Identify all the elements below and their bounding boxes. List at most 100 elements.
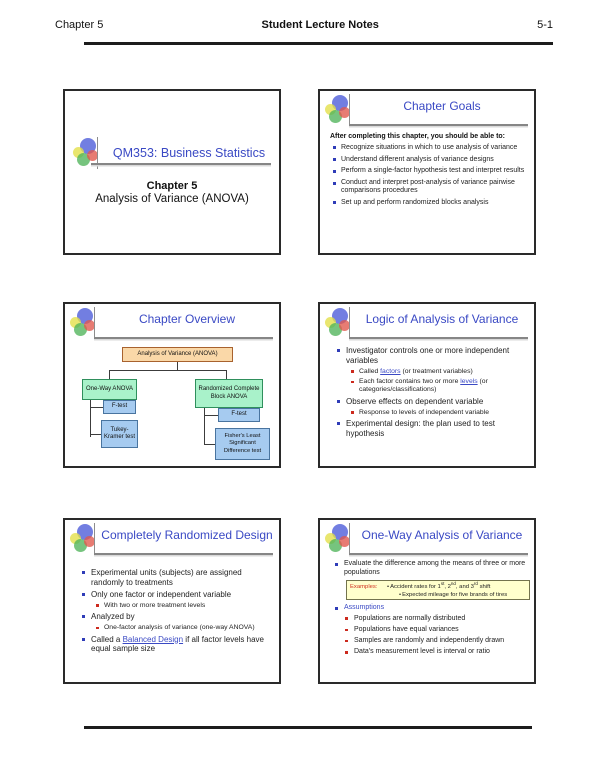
bubble-yellow-icon <box>325 533 336 544</box>
logo-divider-line <box>97 137 99 169</box>
balanced-design-link[interactable]: Balanced Design <box>122 634 184 644</box>
examples-callout: Examples: Accident rates for 1st, 2nd, a… <box>346 580 530 600</box>
list-item: Experimental units (subjects) are assign… <box>79 568 273 587</box>
text-segment: , 2 <box>444 583 451 590</box>
goal-item: Perform a single-factor hypothesis test … <box>330 167 528 175</box>
header-page-number: 5-1 <box>537 19 553 31</box>
header-rule <box>84 42 553 45</box>
list-item: Populations have equal variances <box>344 626 528 635</box>
page-header: Chapter 5 Student Lecture Notes 5-1 <box>55 19 553 31</box>
text-segment: (or treatment variables) <box>400 367 473 375</box>
header-title: Student Lecture Notes <box>261 19 379 31</box>
powerpoint-bubbles-icon <box>325 94 355 127</box>
bullet-dot-icon <box>399 592 402 598</box>
connector-line <box>90 407 103 408</box>
list-item: Investigator controls one or more indepe… <box>334 346 528 365</box>
footer-rule <box>84 726 532 729</box>
bubble-red-icon <box>339 320 350 331</box>
logo-divider-line <box>349 94 351 126</box>
list-item: Only one factor or independent variable <box>79 590 273 600</box>
bubble-yellow-icon <box>325 317 336 328</box>
connector-line <box>226 370 227 379</box>
bubble-green-icon <box>329 539 342 552</box>
bubble-yellow-icon <box>70 317 81 328</box>
flowchart-leaf-box: Tukey-Kramer test <box>101 420 138 448</box>
list-item: Observe effects on dependent variable <box>334 397 528 407</box>
title-separator <box>349 553 528 555</box>
goal-item: Conduct and interpret post-analysis of v… <box>330 179 528 195</box>
list-item: Response to levels of independent variab… <box>350 409 528 417</box>
anova-list-top: Evaluate the difference among the means … <box>332 560 528 577</box>
logo-divider-line <box>349 307 351 339</box>
example-item: Accident rates for 1st, 2nd, and 3rd shi… <box>387 580 491 590</box>
examples-label: Examples: <box>350 583 378 590</box>
list-item: With two or more treatment levels <box>95 602 273 610</box>
goal-item: Understand different analysis of varianc… <box>330 156 528 164</box>
course-title: QM353: Business Statistics <box>112 146 266 160</box>
bullet-dot-icon <box>387 584 390 590</box>
powerpoint-bubbles-icon <box>70 307 100 340</box>
flowchart-leaf-box: Fisher's Least Significant Difference te… <box>215 428 270 460</box>
list-item: Evaluate the difference among the means … <box>332 560 528 577</box>
list-item: Each factor contains two or more levels … <box>350 378 528 394</box>
slide-body: Evaluate the difference among the means … <box>332 560 530 660</box>
text-segment: Each factor contains two or more <box>359 378 461 385</box>
powerpoint-bubbles-icon <box>325 307 355 340</box>
connector-line <box>204 408 205 445</box>
connector-line <box>109 370 110 379</box>
levels-link[interactable]: levels <box>460 378 478 385</box>
slide-6-one-way-anova: One-Way Analysis of Variance Evaluate th… <box>318 518 536 684</box>
title-separator <box>94 553 273 555</box>
slide-title: Completely Randomized Design <box>101 528 273 542</box>
bubble-green-icon <box>74 539 87 552</box>
title-separator <box>349 337 528 339</box>
assumptions-heading: Assumptions <box>332 604 528 613</box>
logo-divider-line <box>94 523 96 555</box>
bubble-yellow-icon <box>70 533 81 544</box>
text-segment: Called a <box>91 634 123 644</box>
goals-lead-text: After completing this chapter, you shoul… <box>330 133 506 140</box>
list-item: Called a Balanced Design if all factor l… <box>79 635 273 654</box>
header-chapter-label: Chapter 5 <box>55 19 104 31</box>
bubble-yellow-icon <box>325 104 336 115</box>
goal-item: Recognize situations in which to use ana… <box>330 144 528 152</box>
factors-link[interactable]: factors <box>380 367 401 375</box>
bubble-red-icon <box>339 536 350 547</box>
title-separator <box>94 337 273 339</box>
chapter-subtitle: Analysis of Variance (ANOVA) <box>95 193 249 205</box>
ordinal-superscript: rd <box>473 580 478 586</box>
list-item: Populations are normally distributed <box>344 615 528 624</box>
slide-5-completely-randomized-design: Completely Randomized Design Experimenta… <box>63 518 281 684</box>
flowchart-root-box: Analysis of Variance (ANOVA) <box>122 347 233 362</box>
list-item: Called factors (or treatment variables) <box>350 368 528 376</box>
anova-flowchart: Analysis of Variance (ANOVA) One-Way ANO… <box>65 304 279 466</box>
goals-list: Recognize situations in which to use ana… <box>330 144 528 207</box>
logo-divider-line <box>349 523 351 555</box>
assumptions-list: Assumptions Populations are normally dis… <box>332 604 528 657</box>
logo-divider-line <box>94 307 96 339</box>
title-separator <box>349 124 528 126</box>
title-separator <box>91 163 271 165</box>
list-item: Experimental design: the plan used to te… <box>334 419 528 438</box>
bubble-red-icon <box>84 320 95 331</box>
text-segment: , and 3 <box>455 583 474 590</box>
text-segment: shift <box>477 583 491 590</box>
chapter-heading: Chapter 5 <box>146 180 198 192</box>
connector-line <box>204 415 218 416</box>
list-item: Samples are randomly and independently d… <box>344 637 528 646</box>
powerpoint-bubbles-icon <box>73 137 103 170</box>
slide-title: Logic of Analysis of Variance <box>365 312 519 326</box>
goal-item: Set up and perform randomized blocks ana… <box>330 199 528 207</box>
design-list: Experimental units (subjects) are assign… <box>79 568 273 654</box>
text-segment: (or categories/classifications) <box>359 378 488 393</box>
connector-line <box>109 370 227 371</box>
powerpoint-bubbles-icon <box>325 523 355 556</box>
slide-4-logic-of-anova: Logic of Analysis of Variance Investigat… <box>318 302 536 468</box>
flowchart-branch-box: One-Way ANOVA <box>82 379 137 400</box>
list-item: One-factor analysis of variance (one-way… <box>95 624 273 632</box>
text-segment: Expected mileage for five brands of tire… <box>402 591 508 598</box>
bubble-red-icon <box>339 107 350 118</box>
slide-title: Chapter Goals <box>403 99 481 113</box>
text-segment: if all factor levels have equal sample s… <box>91 634 264 654</box>
slide-2-chapter-goals: Chapter Goals After completing this chap… <box>318 89 536 255</box>
